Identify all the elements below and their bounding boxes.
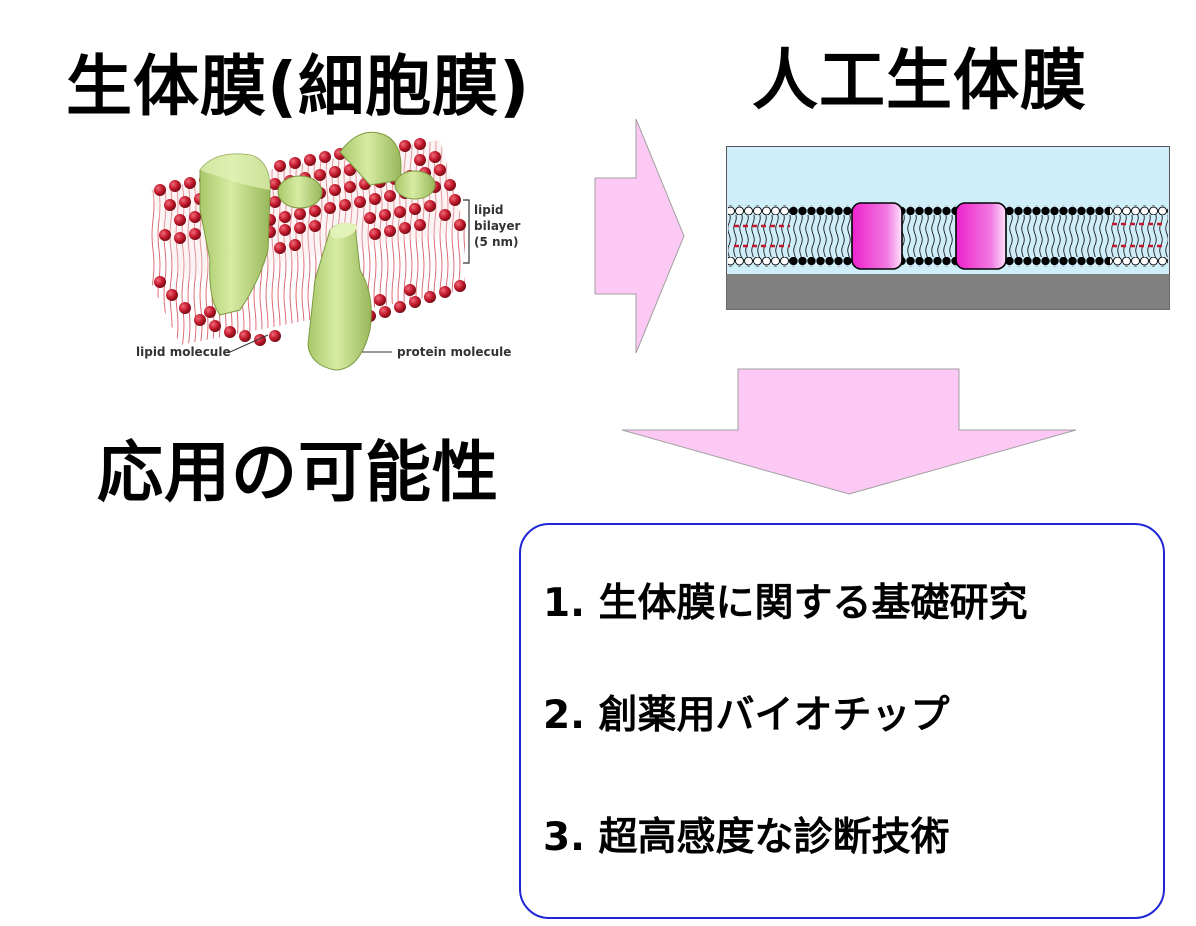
membrane-protein-right [307,222,372,371]
application-number-3: 3. [543,815,585,860]
application-number-1: 1. [543,581,585,626]
arrow-down [621,368,1077,495]
channel-protein-2 [955,202,1007,270]
channel-protein-1 [851,202,903,270]
lipid-head-layer-bottom [154,276,466,346]
application-item-2: 2. 創薬用バイオチップ [543,696,950,735]
title-artificial-membrane: 人工生体膜 [752,42,1087,119]
label-lipid-bilayer-2: bilayer [474,219,521,233]
arrow-right [594,118,685,354]
title-biomembrane: 生体膜(細胞膜) [66,48,531,125]
application-text-3: 超高感度な診断技術 [598,815,950,860]
application-item-1: 1. 生体膜に関する基礎研究 [543,584,1028,623]
cell-membrane-illustration: lipid bilayer (5 nm) lipid molecule prot… [136,131,521,371]
label-lipid-bilayer-1: lipid [474,203,504,217]
application-text-1: 生体膜に関する基礎研究 [598,581,1028,626]
application-item-3: 3. 超高感度な診断技術 [543,818,950,857]
label-lipid-bilayer-3: (5 nm) [474,235,519,249]
artificial-membrane-diagram [726,146,1170,310]
applications-box [519,523,1165,919]
application-text-2: 創薬用バイオチップ [598,693,950,738]
membrane-protein-top [277,131,436,209]
membrane-protein-left [199,153,271,316]
application-number-2: 2. [543,693,585,738]
label-protein-molecule: protein molecule [397,345,511,359]
title-applications: 応用の可能性 [97,434,499,511]
label-lipid-molecule: lipid molecule [136,345,231,359]
